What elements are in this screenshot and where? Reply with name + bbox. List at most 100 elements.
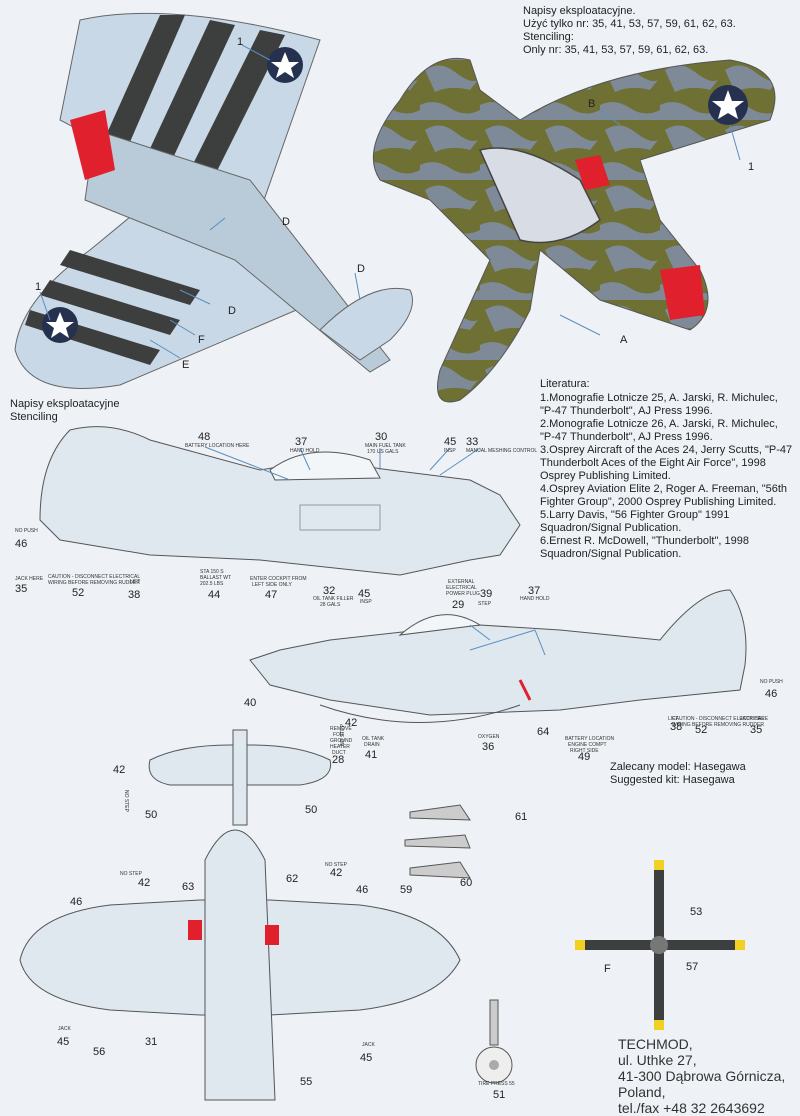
callout-50-left: 50 (145, 809, 157, 821)
svg-text:LEFT SIDE ONLY: LEFT SIDE ONLY (252, 582, 292, 588)
callout-29: 29 (452, 599, 464, 611)
top-view (372, 57, 776, 403)
svg-text:BATTERY LOCATION HERE: BATTERY LOCATION HERE (185, 443, 250, 449)
svg-text:CAUTION - DISCONNECT ELECTRICA: CAUTION - DISCONNECT ELECTRICAL (672, 716, 764, 722)
callout-39: 39 (480, 588, 492, 600)
svg-text:NO STEP: NO STEP (120, 871, 143, 877)
svg-text:NO STEP: NO STEP (340, 723, 346, 746)
svg-text:OIL TANK FILLER: OIL TANK FILLER (313, 596, 354, 602)
callout-47: 47 (265, 589, 277, 601)
callout-53: 53 (690, 906, 702, 918)
callout-42-wing-left: 42 (138, 877, 150, 889)
callout-a: A (620, 334, 628, 346)
company-address: TECHMOD, ul. Uthke 27, 41-300 Dąbrowa Gó… (618, 1036, 785, 1116)
svg-text:JACK: JACK (362, 1042, 375, 1048)
svg-text:MAIN FUEL TANK: MAIN FUEL TANK (365, 443, 406, 449)
callout-48: 48 (198, 431, 210, 443)
callout-45-mid: 45 (358, 588, 370, 600)
callout-45-top: 45 (444, 436, 456, 448)
svg-text:HAND HOLD: HAND HOLD (290, 448, 320, 454)
callout-46-right: 46 (765, 688, 777, 700)
callout-56: 56 (93, 1046, 105, 1058)
callout-51: 51 (493, 1089, 505, 1101)
callout-e: E (182, 359, 189, 371)
callout-52-left: 52 (72, 587, 84, 599)
callout-50-right: 50 (305, 804, 317, 816)
callout-32: 32 (323, 585, 335, 597)
callout-38-left: 38 (128, 589, 140, 601)
literature-item: 1.Monografie Lotnicze 25, A. Jarski, R. … (540, 392, 778, 417)
svg-text:TIRE PRESS 55: TIRE PRESS 55 (478, 1081, 515, 1087)
svg-text:GROUND: GROUND (330, 738, 353, 744)
svg-text:JACK: JACK (58, 1026, 71, 1032)
suggested-kit-pl: Zalecany model: Hasegawa (610, 761, 746, 773)
callout-1-top: 1 (237, 36, 243, 48)
callout-41: 41 (365, 749, 377, 761)
propeller (575, 860, 745, 1030)
callout-31: 31 (145, 1036, 157, 1048)
svg-text:RIGHT SIDE: RIGHT SIDE (570, 748, 599, 754)
callout-45-wing-left: 45 (57, 1036, 69, 1048)
svg-text:OIL TANK: OIL TANK (362, 736, 385, 742)
literature-item: 3.Osprey Aircraft of the Aces 24, Jerry … (540, 444, 793, 482)
svg-text:EXTERNAL: EXTERNAL (448, 579, 475, 585)
antenna-details (404, 804, 471, 879)
svg-text:LIFT: LIFT (668, 716, 678, 722)
stencil-note-line1: Napisy eksploatacyjne. (523, 5, 636, 17)
svg-text:INSP: INSP (444, 448, 456, 454)
svg-text:POWER PLUG: POWER PLUG (446, 591, 480, 597)
section-heading-pl: Napisy eksploatacyjne (10, 398, 120, 410)
callout-lines (39, 44, 741, 656)
svg-text:WIRING BEFORE REMOVING RUDDER: WIRING BEFORE REMOVING RUDDER (48, 580, 140, 586)
literature-item: 5.Larry Davis, "56 Fighter Group" 1991 S… (540, 509, 730, 534)
callout-b: B (588, 98, 595, 110)
callout-42-wing-right: 42 (330, 867, 342, 879)
landing-gear (475, 999, 513, 1084)
callout-46-left: 46 (15, 538, 27, 550)
svg-text:INSP: INSP (360, 599, 372, 605)
svg-text:ENTER COCKPIT FROM: ENTER COCKPIT FROM (250, 576, 307, 582)
callout-46-wing-right: 46 (356, 884, 368, 896)
underside-view (14, 12, 413, 389)
literature-list: Literatura: 1.Monografie Lotnicze 25, A.… (540, 378, 795, 561)
svg-text:HEATER: HEATER (330, 744, 350, 750)
svg-text:DRAIN: DRAIN (364, 742, 380, 748)
svg-text:NO STEP: NO STEP (325, 862, 348, 868)
stencil-note-line2: Użyć tylko nr: 35, 41, 53, 57, 59, 61, 6… (523, 18, 736, 30)
svg-text:NO STEP: NO STEP (123, 790, 129, 813)
lower-wing-plan (19, 829, 461, 1101)
callout-62: 62 (286, 873, 298, 885)
svg-text:NO PUSH: NO PUSH (15, 528, 38, 534)
stencil-note-line3: Stenciling: (523, 31, 574, 43)
svg-text:CAUTION - DISCONNECT ELECTRICA: CAUTION - DISCONNECT ELECTRICAL (48, 574, 140, 580)
svg-text:OXYGEN: OXYGEN (478, 734, 500, 740)
svg-text:MANUAL MESHING CONTROL: MANUAL MESHING CONTROL (466, 448, 537, 454)
svg-text:ELECTRICAL: ELECTRICAL (446, 585, 477, 591)
literature-title: Literatura: (540, 378, 590, 390)
callout-33: 33 (466, 436, 478, 448)
svg-text:NO PUSH: NO PUSH (760, 679, 783, 685)
svg-text:STEP: STEP (478, 601, 492, 607)
svg-text:FOR: FOR (333, 732, 344, 738)
callout-42-tail: 42 (113, 764, 125, 776)
literature-item: 2.Monografie Lotnicze 26, A. Jarski, R. … (540, 418, 778, 443)
callout-57: 57 (686, 961, 698, 973)
callout-numbers: 1 1 1 B A D D D F E 48 37 30 45 33 46 35… (15, 36, 777, 1101)
svg-text:ENGINE COMPT: ENGINE COMPT (568, 742, 607, 748)
company-name: TECHMOD, (618, 1036, 693, 1052)
callout-35-left: 35 (15, 583, 27, 595)
literature-item: 4.Osprey Aviation Elite 2, Roger A. Free… (540, 483, 788, 508)
callout-59: 59 (400, 884, 412, 896)
callout-49: 49 (578, 751, 590, 763)
stencil-note-line4: Only nr: 35, 41, 53, 57, 59, 61, 62, 63. (523, 44, 709, 56)
callout-d-3: D (228, 305, 236, 317)
stencil-labels: BATTERY LOCATION HERE HAND HOLD MAIN FUE… (15, 443, 783, 1087)
callout-42-mid: 42 (345, 717, 357, 729)
svg-text:DUCT: DUCT (332, 750, 346, 756)
callout-30: 30 (375, 431, 387, 443)
svg-text:170 US GALS: 170 US GALS (367, 449, 399, 455)
company-street: ul. Uthke 27, (618, 1052, 697, 1068)
section-heading-en: Stenciling (10, 411, 58, 423)
svg-text:JACK HERE: JACK HERE (15, 576, 44, 582)
